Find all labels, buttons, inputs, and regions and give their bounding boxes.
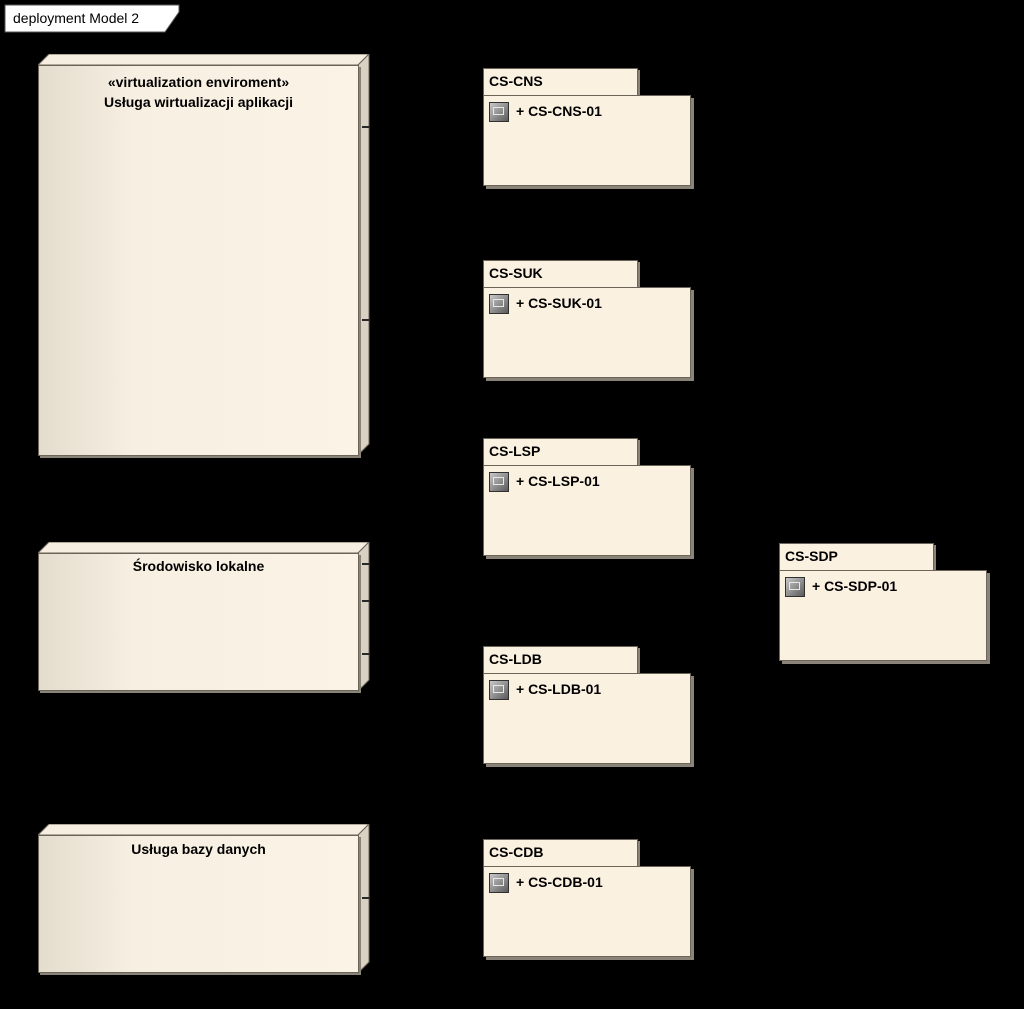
package-body: + CS-CDB-01 xyxy=(483,866,691,957)
node-front-face: «virtualization enviroment» Usługa wirtu… xyxy=(38,65,359,456)
node-title: Usługa wirtualizacji aplikacji xyxy=(103,94,294,110)
package-body: + CS-SUK-01 xyxy=(483,287,691,378)
artifact-icon xyxy=(489,472,509,492)
package-body: + CS-LDB-01 xyxy=(483,673,691,764)
connector-stub xyxy=(362,600,370,602)
package-body: + CS-SDP-01 xyxy=(779,570,987,661)
artifact-icon xyxy=(489,680,509,700)
package-cs-cns[interactable]: CS-CNS + CS-CNS-01 xyxy=(483,68,695,190)
node-title: Usługa bazy danych xyxy=(131,841,266,857)
connector-stub xyxy=(362,126,370,128)
artifact-icon xyxy=(489,873,509,893)
package-item-label: + CS-SUK-01 xyxy=(516,295,602,311)
package-cs-suk[interactable]: CS-SUK + CS-SUK-01 xyxy=(483,260,695,382)
package-body: + CS-CNS-01 xyxy=(483,95,691,186)
node-front-face: Usługa bazy danych xyxy=(38,835,359,973)
package-tab: CS-LSP xyxy=(483,438,638,466)
package-cs-cdb[interactable]: CS-CDB + CS-CDB-01 xyxy=(483,839,695,961)
package-name: CS-SDP xyxy=(785,548,838,564)
package-name: CS-LDB xyxy=(489,651,542,667)
package-tab: CS-LDB xyxy=(483,646,638,674)
node-local-environment[interactable]: Środowisko lokalne xyxy=(38,542,370,694)
package-item-label: + CS-LDB-01 xyxy=(516,681,602,697)
connector-stub xyxy=(362,653,370,655)
package-tab: CS-SDP xyxy=(779,543,934,571)
package-tab: CS-SUK xyxy=(483,260,638,288)
node-stereotype: «virtualization enviroment» xyxy=(107,74,290,90)
package-cs-sdp[interactable]: CS-SDP + CS-SDP-01 xyxy=(779,543,991,665)
package-item-label: + CS-CDB-01 xyxy=(516,874,603,890)
node-virtualization[interactable]: «virtualization enviroment» Usługa wirtu… xyxy=(38,54,370,458)
connector-stub xyxy=(362,897,370,899)
node-title: Środowisko lokalne xyxy=(132,558,265,574)
package-name: CS-LSP xyxy=(489,443,541,459)
package-tab: CS-CDB xyxy=(483,839,638,867)
package-item-label: + CS-CNS-01 xyxy=(516,103,602,119)
package-item-label: + CS-SDP-01 xyxy=(812,578,898,594)
node-3d-edges xyxy=(38,54,370,457)
diagram-title: deployment Model 2 xyxy=(13,10,140,26)
artifact-icon xyxy=(489,102,509,122)
connector-stub xyxy=(362,319,370,321)
artifact-icon xyxy=(489,294,509,314)
package-cs-lsp[interactable]: CS-LSP + CS-LSP-01 xyxy=(483,438,695,560)
package-name: CS-CDB xyxy=(489,844,544,860)
package-tab: CS-CNS xyxy=(483,68,638,96)
package-item-label: + CS-LSP-01 xyxy=(516,473,600,489)
package-name: CS-SUK xyxy=(489,265,543,281)
diagram-frame-tab: deployment Model 2 xyxy=(4,4,180,33)
connector-stub xyxy=(362,563,370,565)
artifact-icon xyxy=(785,577,805,597)
node-database-service[interactable]: Usługa bazy danych xyxy=(38,824,370,976)
package-body: + CS-LSP-01 xyxy=(483,465,691,556)
frame-tab-shape xyxy=(4,4,180,33)
node-front-face: Środowisko lokalne xyxy=(38,553,359,691)
package-name: CS-CNS xyxy=(489,73,543,89)
package-cs-ldb[interactable]: CS-LDB + CS-LDB-01 xyxy=(483,646,695,768)
